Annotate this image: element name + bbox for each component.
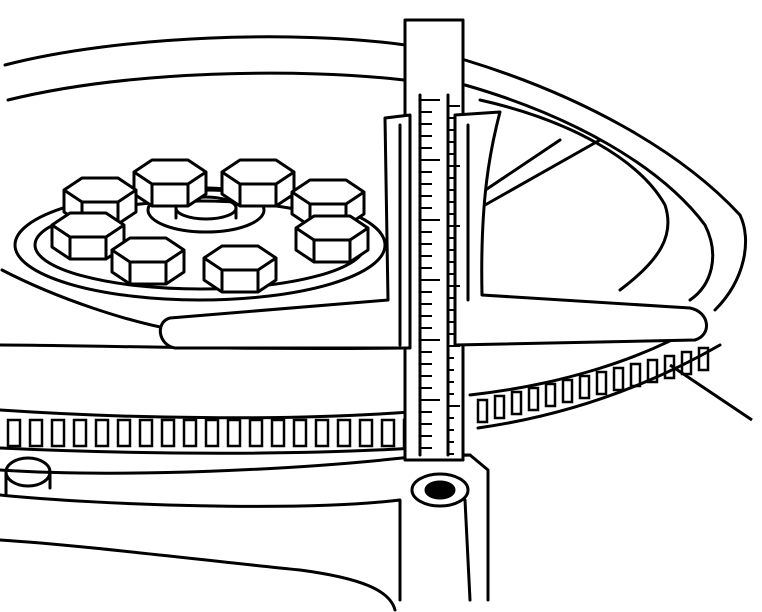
gear-tooth [248, 418, 264, 448]
gear-tooth [6, 418, 22, 448]
ring-inner-face [478, 98, 670, 292]
hex-bolt [50, 211, 126, 261]
gear-tooth [595, 370, 608, 396]
housing-face [0, 493, 402, 602]
gear-tooth [646, 358, 659, 384]
gear-tooth [476, 398, 489, 424]
ring-gear-band-bottom [0, 446, 417, 455]
callout-leader-line [669, 363, 753, 422]
gear-tooth [138, 418, 154, 448]
gear-tooth [544, 382, 557, 408]
gear-tooth [28, 418, 44, 448]
flywheel-spoke-2 [483, 138, 602, 207]
gauge-base-right [453, 110, 708, 347]
gear-tooth [336, 418, 352, 448]
gear-tooth [527, 386, 540, 412]
hex-bolt [220, 158, 296, 208]
flywheel-bolts [50, 158, 370, 294]
flange-bolt-hole [410, 472, 470, 508]
hex-bolt [294, 214, 370, 264]
gear-tooth [94, 418, 110, 448]
gear-tooth [226, 418, 242, 448]
flywheel-face-edge [0, 268, 177, 332]
gear-tooth [510, 390, 523, 416]
ring-rim-right-inner [463, 83, 715, 302]
gear-tooth [160, 418, 176, 448]
gear-tooth [204, 418, 220, 448]
hex-bolt [110, 236, 186, 286]
ring-gear-band-top [0, 408, 412, 420]
hex-bolt [202, 244, 278, 294]
gear-tooth [578, 374, 591, 400]
housing-side [463, 498, 472, 602]
gear-tooth [116, 418, 132, 448]
ring-rim-right-outer [463, 58, 747, 312]
gear-tooth [380, 418, 396, 448]
gear-tooth [182, 418, 198, 448]
gear-tooth [314, 418, 330, 448]
gear-tooth [697, 346, 710, 372]
flywheel-rim-outer [3, 35, 407, 67]
flywheel-rim-inner [6, 71, 406, 102]
gear-tooth [493, 394, 506, 420]
housing-lower-curve [0, 538, 397, 612]
flywheel-spoke [476, 138, 562, 197]
gear-tooth [612, 366, 625, 392]
ring-gear-band-right-bottom [476, 343, 722, 430]
housing-top-edge [0, 453, 472, 475]
gauge-base-left [159, 113, 412, 350]
gear-tooth [358, 418, 374, 448]
gear-tooth [292, 418, 308, 448]
gear-tooth [561, 378, 574, 404]
hex-bolt [132, 158, 208, 208]
ring-gear-teeth [6, 346, 710, 448]
gear-tooth [270, 418, 286, 448]
gear-tooth [629, 362, 642, 388]
gear-tooth [680, 350, 693, 376]
gear-tooth [72, 418, 88, 448]
gear-tooth [50, 418, 66, 448]
gauge-scale-ticks [421, 99, 460, 455]
